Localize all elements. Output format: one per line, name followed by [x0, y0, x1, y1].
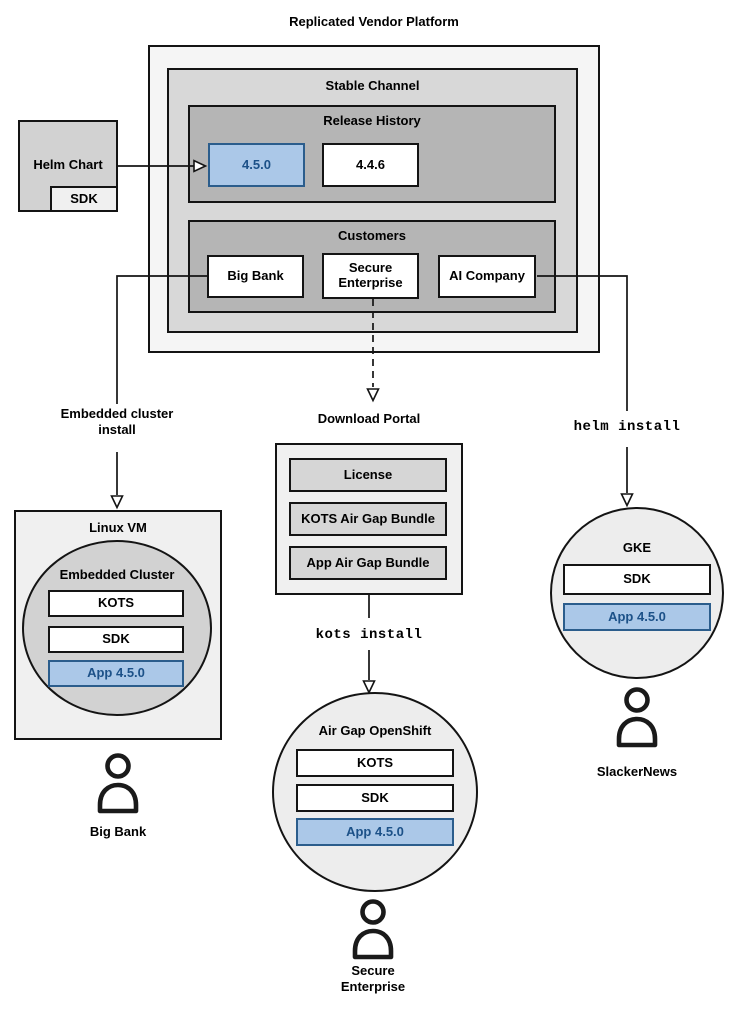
user-secure-enterprise-label: Secure Enterprise — [340, 963, 406, 995]
gke-label: GKE — [622, 540, 652, 555]
embedded-cluster-sdk-box: SDK — [48, 626, 184, 653]
kots-airgap-bundle-item: KOTS Air Gap Bundle — [289, 502, 447, 536]
user-icon — [616, 687, 658, 748]
airgap-openshift-circle: Air Gap OpenShift KOTS SDK App 4.5.0 — [272, 692, 478, 892]
airgap-openshift-label: Air Gap OpenShift — [318, 723, 432, 738]
airgap-sdk-box: SDK — [296, 784, 454, 812]
release-4-4-6: 4.4.6 — [322, 143, 419, 187]
arrowhead-down-gke — [620, 493, 634, 508]
license-item: License — [289, 458, 447, 492]
customer-big-bank: Big Bank — [207, 255, 304, 298]
diagram-title: Replicated Vendor Platform — [289, 14, 459, 29]
app-airgap-bundle-item: App Air Gap Bundle — [289, 546, 447, 580]
kots-install-label: kots install — [315, 627, 423, 643]
user-big-bank-label: Big Bank — [89, 824, 147, 839]
customer-secure-enterprise: Secure Enterprise — [322, 253, 419, 299]
download-portal-box: License KOTS Air Gap Bundle App Air Gap … — [275, 443, 463, 595]
helm-chart-box: Helm Chart SDK — [18, 120, 118, 212]
embedded-cluster-kots-box: KOTS — [48, 590, 184, 617]
gke-circle: GKE SDK App 4.5.0 — [550, 507, 724, 679]
user-icon — [352, 899, 394, 960]
customers-box: Customers Big Bank Secure Enterprise AI … — [188, 220, 556, 313]
airgap-kots-box: KOTS — [296, 749, 454, 777]
user-icon — [97, 753, 139, 814]
replicated-vendor-platform-box: Stable Channel Release History 4.5.0 4.4… — [148, 45, 600, 353]
arrowhead-down-portal — [366, 388, 380, 403]
helm-chart-label: Helm Chart — [33, 157, 103, 172]
stable-channel-box: Stable Channel Release History 4.5.0 4.4… — [167, 68, 578, 333]
helm-install-label: helm install — [573, 419, 681, 435]
embedded-cluster-circle: Embedded Cluster KOTS SDK App 4.5.0 — [22, 540, 212, 716]
gke-app-box: App 4.5.0 — [563, 603, 711, 631]
arrowhead-down-linux-vm — [110, 495, 124, 510]
download-portal-label: Download Portal — [317, 411, 421, 426]
arrowhead-down-openshift — [362, 680, 376, 695]
customers-label: Customers — [338, 228, 406, 243]
linux-vm-box: Linux VM Embedded Cluster KOTS SDK App 4… — [14, 510, 222, 740]
release-history-label: Release History — [323, 113, 421, 128]
linux-vm-label: Linux VM — [89, 520, 147, 535]
embedded-cluster-install-label: Embedded cluster install — [60, 406, 174, 438]
customer-ai-company: AI Company — [438, 255, 536, 298]
stable-channel-label: Stable Channel — [325, 78, 420, 93]
embedded-cluster-label: Embedded Cluster — [59, 567, 175, 582]
release-history-box: Release History 4.5.0 4.4.6 — [188, 105, 556, 203]
airgap-app-box: App 4.5.0 — [296, 818, 454, 846]
embedded-cluster-app-box: App 4.5.0 — [48, 660, 184, 687]
helm-chart-sdk-box: SDK — [50, 186, 118, 212]
gke-sdk-box: SDK — [563, 564, 711, 595]
user-slackernews-label: SlackerNews — [596, 764, 678, 779]
release-4-5-0: 4.5.0 — [208, 143, 305, 187]
